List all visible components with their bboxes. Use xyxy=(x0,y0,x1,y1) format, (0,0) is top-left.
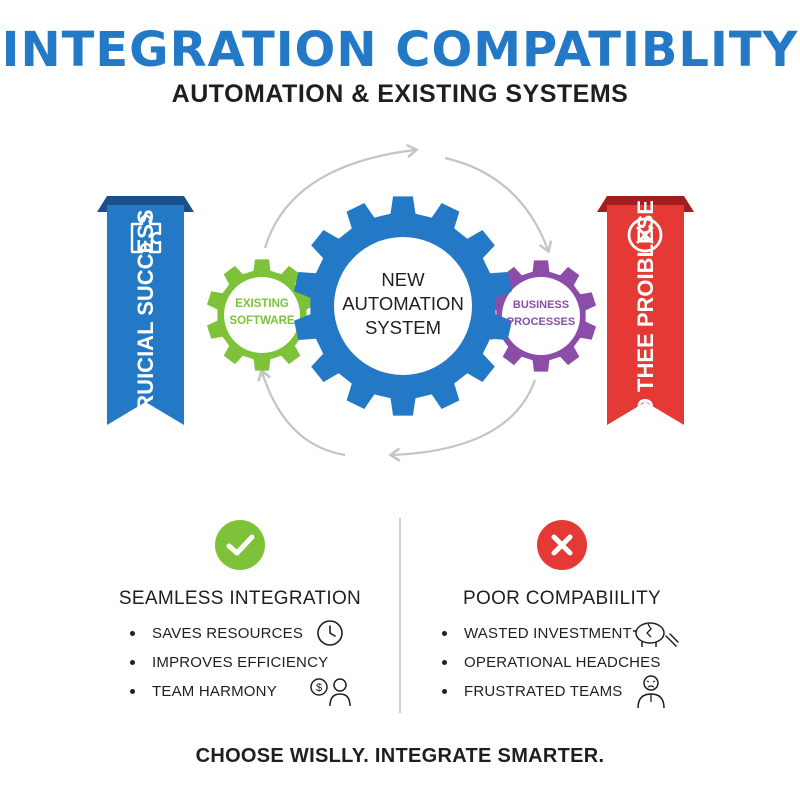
list-item: SAVES RESOURCES xyxy=(130,619,328,648)
money-person-icon: $ xyxy=(310,678,351,707)
x-mark-icon xyxy=(537,520,587,570)
left-banner-text: CRUICIAL SUCCESS xyxy=(133,209,158,426)
puzzle-icon xyxy=(130,214,162,254)
gear-hub xyxy=(502,277,580,355)
gear-existing-software xyxy=(207,259,317,371)
right-banner: AVOD THEE PROIBLESE xyxy=(597,196,694,460)
column-divider xyxy=(399,518,401,713)
footer-tagline: CHOOSE WISLLY. INTEGRATE SMARTER. xyxy=(195,745,605,767)
gear-business-processes xyxy=(486,260,596,372)
gear-left-label-2: SOFTWARE xyxy=(229,315,294,327)
clock-icon xyxy=(317,620,343,646)
poor-heading: POOR COMPABIILITY xyxy=(463,588,661,609)
cycle-arrows xyxy=(257,143,553,462)
gear-diagram: CRUICIAL SUCCESS AVOD THEE PROIBLESE EXI… xyxy=(97,143,694,462)
gear-right-label-1: BUSINESS xyxy=(513,299,569,311)
list-item: OPERATIONAL HEADCHES xyxy=(442,648,661,677)
gear-right-label-2: PROCESSES xyxy=(507,316,575,328)
gear-new-automation-system xyxy=(294,196,512,416)
list-item: TEAM HARMONY xyxy=(130,677,328,706)
right-banner-text: AVOD THEE PROIBLESE xyxy=(633,200,658,460)
gear-left-label-1: EXISTING xyxy=(235,298,289,310)
svg-text:$: $ xyxy=(316,682,322,694)
gear-hub xyxy=(334,237,472,375)
page-subtitle: AUTOMATION & EXISTING SYSTEMS xyxy=(171,80,629,108)
gear-hub xyxy=(224,277,300,353)
seamless-heading: SEAMLESS INTEGRATION xyxy=(118,588,362,609)
seamless-list: SAVES RESOURCES IMPROVES EFFICIENCY TEAM… xyxy=(130,619,328,706)
list-item: WASTED INVESTMENT xyxy=(442,619,661,648)
x-circle-icon xyxy=(627,217,663,253)
broken-piggy-bank-icon xyxy=(633,622,679,647)
list-item: IMPROVES EFFICIENCY xyxy=(130,648,328,677)
list-item: FRUSTRATED TEAMS xyxy=(442,677,661,706)
frustrated-person-icon xyxy=(637,675,665,709)
checkmark-icon xyxy=(215,520,265,570)
gear-center-label-2: AUTOMATION xyxy=(342,293,464,314)
gear-center-label-3: SYSTEM xyxy=(365,317,441,338)
page-title: INTEGRATION COMPATIBLITY xyxy=(1,22,799,78)
poor-list: WASTED INVESTMENT OPERATIONAL HEADCHES F… xyxy=(442,619,661,706)
gear-center-label-1: NEW xyxy=(381,269,425,290)
left-banner: CRUICIAL SUCCESS xyxy=(97,196,194,427)
